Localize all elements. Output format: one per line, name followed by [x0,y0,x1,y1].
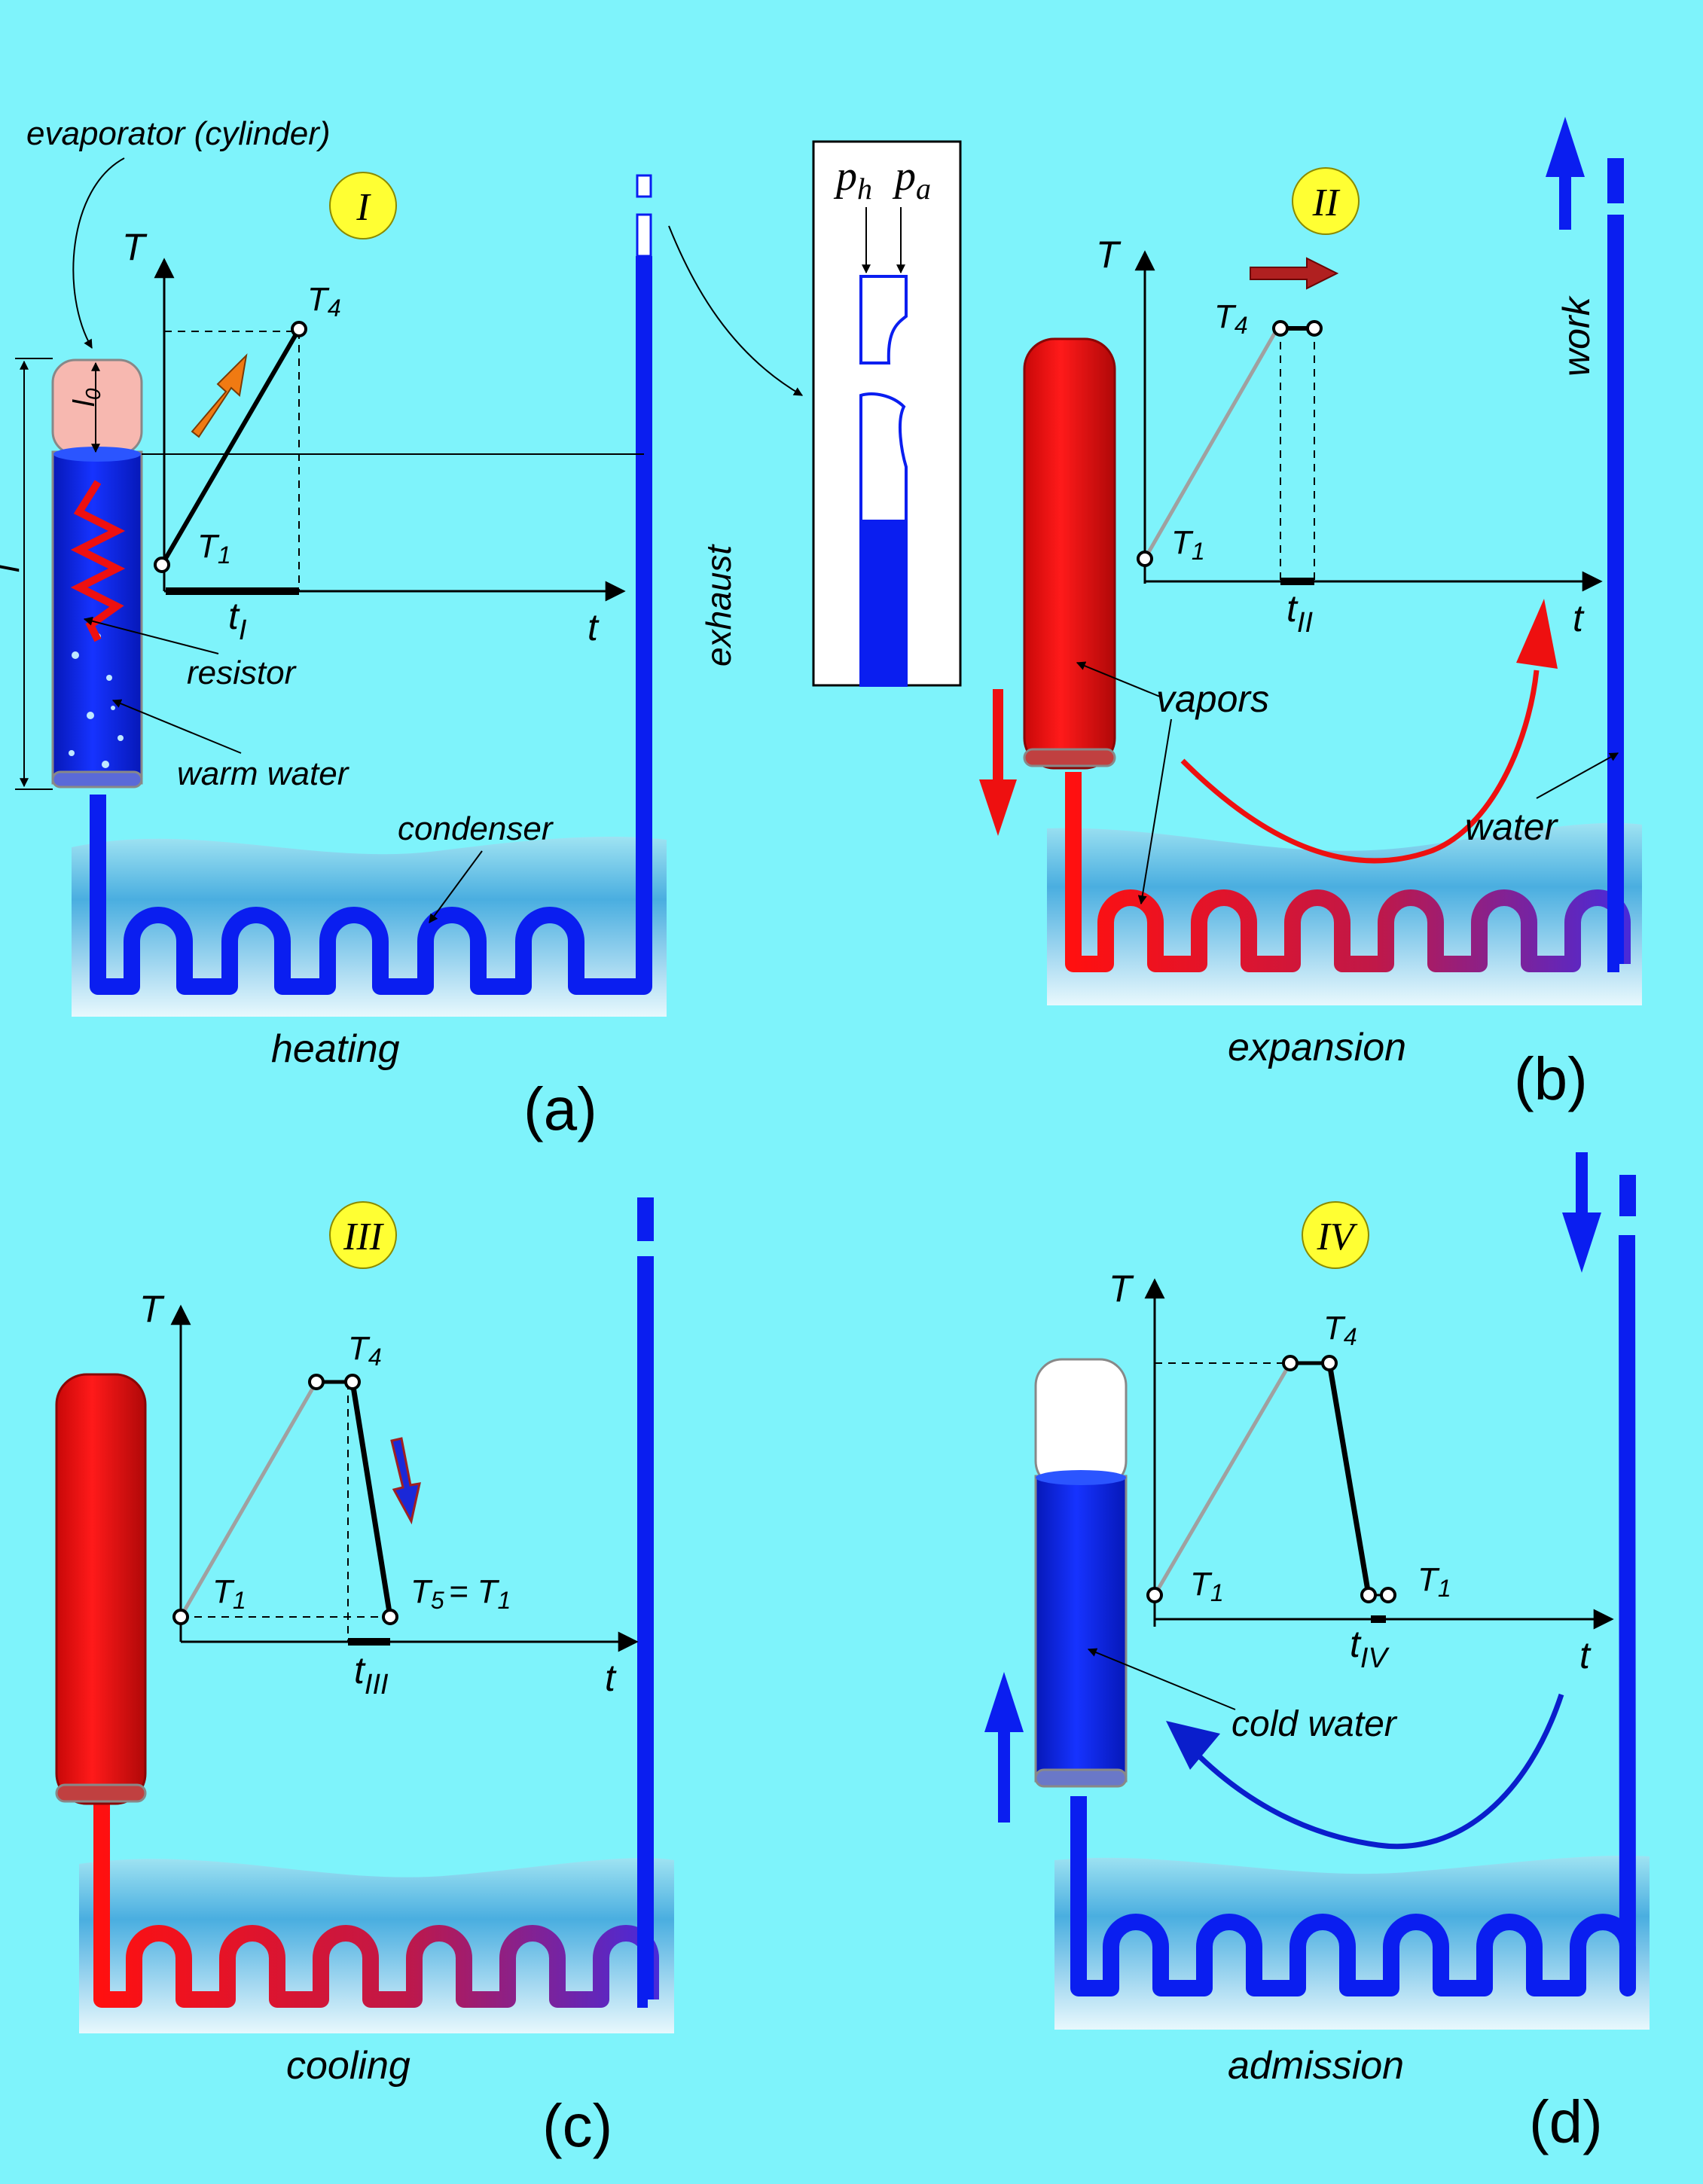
phase-label-expansion: expansion [1228,1026,1406,1069]
ph-label: ph [833,153,872,206]
panel-a: l l0 T t T4 T1 tI I evaporator (cylinder… [0,115,804,1142]
length-l0-label: l0 [68,388,105,407]
red-down-arrow-icon [979,689,1017,836]
point-T1-a [154,557,170,573]
resistor-coil-icon [70,480,126,642]
axis-T-label-c: T [139,1288,165,1330]
vapors-label: vapors [1156,678,1269,720]
T1-label-d: T1 [1190,1566,1224,1606]
axis-T-label-a: T [122,226,148,268]
phase-badge-I [329,172,397,239]
pa-label: pa [892,153,931,206]
evaporator-cylinder [51,358,143,788]
phase-label-cooling: cooling [286,2044,410,2088]
tII-label: tII [1286,587,1313,639]
phase-badge-III-text: III [343,1216,385,1258]
work-label: work [1555,294,1598,377]
heating-line [160,328,301,566]
phase-badge-IV-text: IV [1316,1216,1357,1258]
phase-label-admission: admission [1228,2044,1404,2088]
T1-label-a: T1 [197,528,231,569]
condenser-pipe-b [1065,772,1631,972]
blue-curved-arrow-icon [1192,1693,1564,1850]
phase-label-heating: heating [271,1027,400,1071]
resistor-label: resistor [187,654,298,691]
T1-label-b: T1 [1171,524,1205,565]
phase-badge-II-text: II [1312,181,1341,224]
T4-label-c: T4 [348,1330,382,1371]
T5-label: T5= T1 [410,1573,511,1614]
pressure-inset: ph pa [812,140,962,687]
panel-letter-b: (b) [1514,1045,1588,1112]
water-label: water [1465,806,1559,848]
T4-label-d: T4 [1323,1310,1357,1350]
condenser-pipe-d [1070,1234,1636,1996]
panel-letter-d: (d) [1529,2088,1603,2155]
exhaust-tube-top [636,174,652,198]
condenser-pipe [90,256,652,995]
axis-t-label-b: t [1573,597,1585,639]
length-l-label: l [0,563,26,572]
axis-t-label-c: t [605,1657,617,1699]
phase-badge-II [1292,167,1360,235]
panel-c: T t T4 T1 T5= T1 tIII III cooling (c) [55,1197,674,2159]
exhaust-label: exhaust [699,544,738,666]
exhaust-tube-gap [636,213,652,258]
panel-letter-c: (c) [542,2092,612,2159]
axis-T-label-d: T [1109,1267,1134,1310]
tI-label: tI [228,595,247,646]
panel-letter-a: (a) [523,1075,597,1142]
T4-label-b: T4 [1214,298,1248,339]
vapor-cylinder-c [55,1373,147,1805]
evaporator-label: evaporator (cylinder) [26,115,331,152]
red-curved-arrow-icon [1180,670,1540,864]
blue-up-arrow-icon-d [984,1672,1024,1823]
panel-d: T t T4 T1 T1 tIV IV cold water admission… [984,1152,1650,2155]
cold-water-cylinder [1034,1358,1128,1788]
cooling-line [349,1381,393,1618]
phase-badge-III [329,1201,397,1269]
orange-up-arrow-icon [191,353,248,438]
axis-t-label-d: t [1579,1634,1592,1676]
phase-badge-I-text: I [356,186,371,229]
dark-red-right-arrow-icon [1250,257,1339,290]
tIII-label: tIII [354,1649,389,1701]
tIV-label: tIV [1350,1623,1390,1674]
condenser-label: condenser [398,810,554,847]
T1b-label-d: T1 [1418,1561,1451,1602]
axis-t-label-a: t [588,606,600,648]
vapor-cylinder-b [1023,337,1116,770]
axis-T-label-b: T [1096,233,1122,276]
blue-down-arrow-icon-d [1562,1152,1601,1273]
point-T4-a [291,321,307,337]
warm-water-label: warm water [177,755,350,792]
blue-down-arrow-icon-c [390,1437,421,1525]
blue-up-arrow-icon-b [1546,117,1585,230]
cold-water-label: cold water [1231,1704,1398,1744]
panel-b: T t T4 T1 tII II vapors water work expan… [979,117,1642,1112]
condenser-pipe-c [93,1804,659,2008]
T1-label-c: T1 [212,1573,246,1614]
T4-label-a: T4 [307,281,341,322]
phase-badge-IV [1302,1201,1369,1269]
